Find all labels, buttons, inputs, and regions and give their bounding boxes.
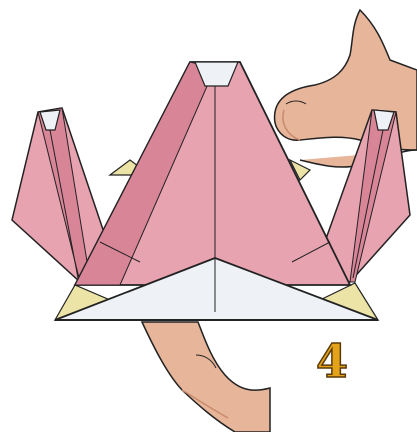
step-number-label: 4	[316, 338, 348, 384]
bottom-hand-icon	[142, 322, 270, 432]
